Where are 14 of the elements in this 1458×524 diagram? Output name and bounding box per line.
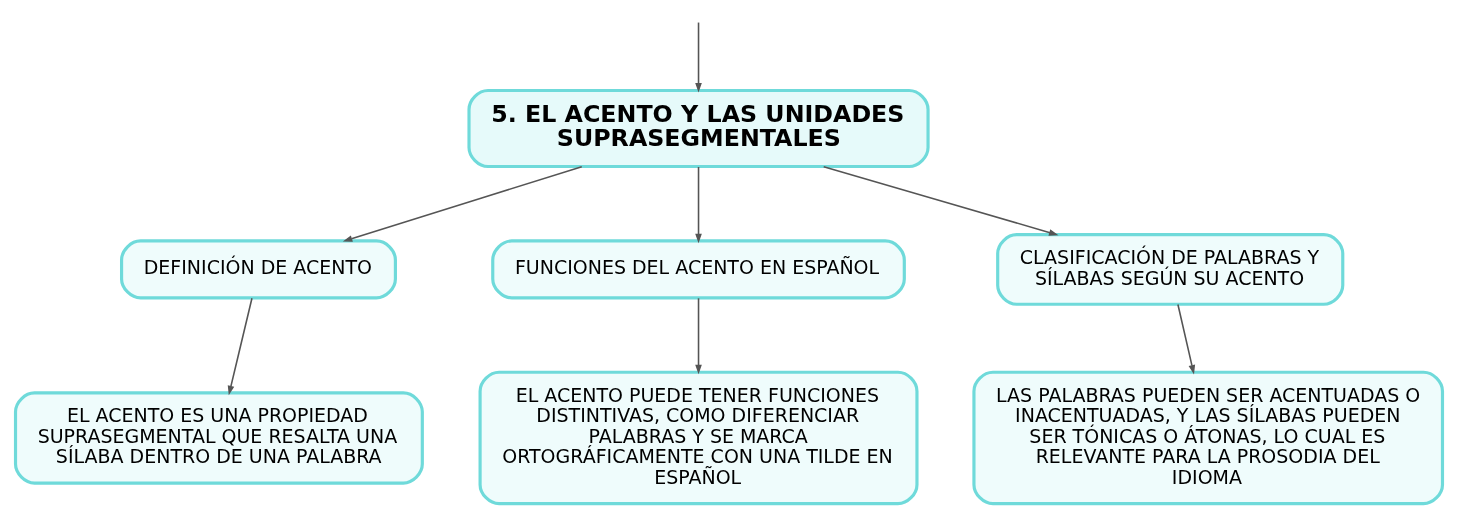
node-box: DEFINICIÓN DE ACENTO — [120, 238, 397, 299]
arrow — [822, 165, 1059, 236]
arrow — [695, 297, 702, 374]
arrow — [1177, 303, 1196, 374]
node-box: 5. EL ACENTO Y LAS UNIDADES SUPRASEGMENTALES — [467, 88, 930, 168]
node-box: FUNCIONES DEL ACENTO EN ESPAÑOL — [491, 238, 906, 299]
node-box: CLASIFICACIÓN DE PALABRAS Y SÍLABAS SEGÚN SU ACENTO — [996, 232, 1345, 306]
arrow — [695, 21, 702, 93]
arrow — [227, 297, 253, 395]
node-box: EL ACENTO ES UNA PROPIEDAD SUPRASEGMENTAL QUE RESALTA UNA SÍLABA DENTRO DE UNA PALABRA — [13, 390, 424, 485]
arrow — [695, 165, 702, 243]
arrow — [342, 165, 583, 242]
node-box: EL ACENTO PUEDE TENER FUNCIONES DISTINTIVAS, COMO DIFERENCIAR PALABRAS Y SE MARCA ORTOGRÁFICAMENTE CON UNA TILDE EN ESPAÑOL — [478, 370, 919, 505]
node-box: LAS PALABRAS PUEDEN SER ACENTUADAS O INACENTUADAS, Y LAS SÍLABAS PUEDEN SER TÓNICAS O ÁTONAS, LO CUAL ES RELEVANTE PARA LA PROSODIA DEL IDIOMA — [972, 370, 1445, 505]
